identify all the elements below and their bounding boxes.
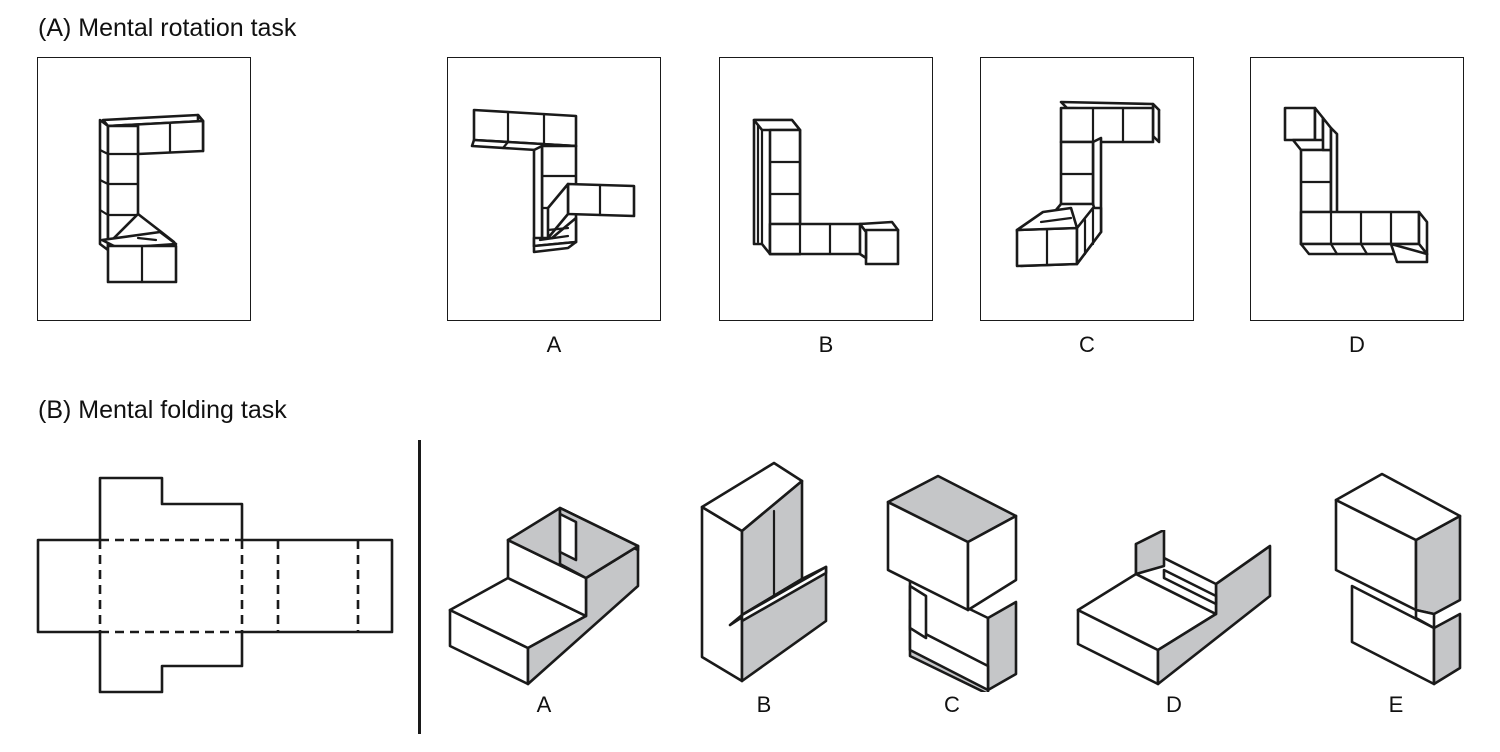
rotation-option-d-cubes: [1251, 58, 1463, 320]
panel-b-title: (B) Mental folding task: [38, 396, 287, 425]
folding-option-a[interactable]: [440, 500, 650, 690]
rotation-option-a-cubes: [448, 58, 660, 320]
folding-option-b[interactable]: [690, 455, 840, 687]
folding-option-b-label: B: [734, 692, 794, 718]
folding-option-e-shape: [1330, 468, 1470, 692]
rotation-option-d-label: D: [1327, 332, 1387, 358]
rotation-option-b-cubes: [720, 58, 932, 320]
folding-option-d-shape: [1070, 530, 1280, 690]
rotation-option-a-frame[interactable]: [447, 57, 661, 321]
folding-option-c-shape: [880, 470, 1030, 692]
panel-a-title: (A) Mental rotation task: [38, 14, 296, 43]
rotation-target-frame: [37, 57, 251, 321]
rotation-option-c-frame[interactable]: [980, 57, 1194, 321]
rotation-option-c-label: C: [1057, 332, 1117, 358]
folding-option-a-shape: [440, 500, 650, 690]
folding-option-c[interactable]: [880, 470, 1030, 692]
folding-option-d-label: D: [1144, 692, 1204, 718]
rotation-target-cubes: [38, 58, 250, 320]
folding-option-a-label: A: [514, 692, 574, 718]
folding-option-e-label: E: [1366, 692, 1426, 718]
folding-option-b-shape: [690, 455, 840, 687]
folding-net: [30, 470, 400, 700]
rotation-option-b-frame[interactable]: [719, 57, 933, 321]
rotation-option-a-label: A: [524, 332, 584, 358]
rotation-option-b-label: B: [796, 332, 856, 358]
folding-option-d[interactable]: [1070, 530, 1280, 690]
folding-net-drawing: [30, 470, 400, 700]
rotation-option-c-cubes: [981, 58, 1193, 320]
rotation-option-d-frame[interactable]: [1250, 57, 1464, 321]
folding-option-c-label: C: [922, 692, 982, 718]
folding-option-e[interactable]: [1330, 468, 1470, 692]
panel-divider: [418, 440, 421, 734]
